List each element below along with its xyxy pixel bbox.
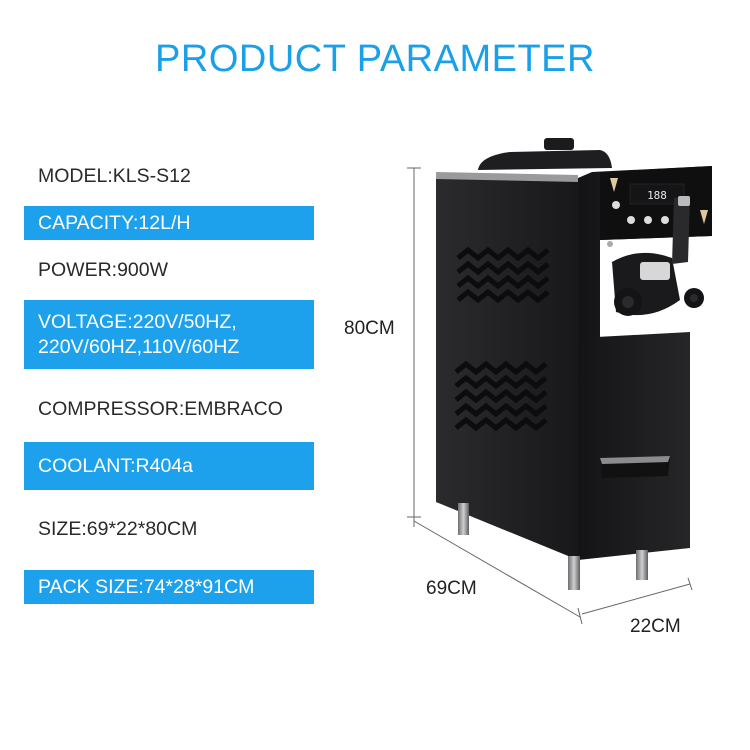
side-vents-lower xyxy=(454,360,548,432)
dimension-height-label: 80CM xyxy=(344,318,395,339)
side-vents-upper xyxy=(456,246,550,304)
spec-voltage-line-1: VOLTAGE:220V/50HZ, xyxy=(38,310,237,333)
machine-front-lower xyxy=(578,332,690,560)
spec-power: POWER:900W xyxy=(38,258,169,281)
spec-model: MODEL:KLS-S12 xyxy=(38,164,191,187)
spec-compressor: COMPRESSOR:EMBRACO xyxy=(38,397,283,420)
spec-list: MODEL:KLS-S12 CAPACITY:12L/H POWER:900W … xyxy=(0,0,330,750)
dispenser-knob-right xyxy=(684,288,704,308)
dispenser-knob-left xyxy=(614,288,642,316)
display-readout: 188 xyxy=(647,189,667,202)
spec-capacity: CAPACITY:12L/H xyxy=(24,206,314,240)
spec-voltage-line-2: 220V/60HZ,110V/60HZ xyxy=(38,335,240,358)
spec-coolant: COOLANT:R404a xyxy=(24,442,314,490)
dimension-width-label: 22CM xyxy=(630,616,681,637)
page-title: PRODUCT PARAMETER xyxy=(155,38,595,80)
dimension-length-label: 69CM xyxy=(426,578,477,599)
hopper-lid xyxy=(478,138,612,170)
drip-tray xyxy=(600,456,670,478)
spec-voltage: VOLTAGE:220V/50HZ, 220V/60HZ,110V/60HZ xyxy=(24,300,314,369)
spec-pack-size: PACK SIZE:74*28*91CM xyxy=(24,570,314,604)
control-panel: 188 xyxy=(600,166,712,240)
machine-legs xyxy=(458,503,648,590)
spec-size: SIZE:69*22*80CM xyxy=(38,517,198,540)
